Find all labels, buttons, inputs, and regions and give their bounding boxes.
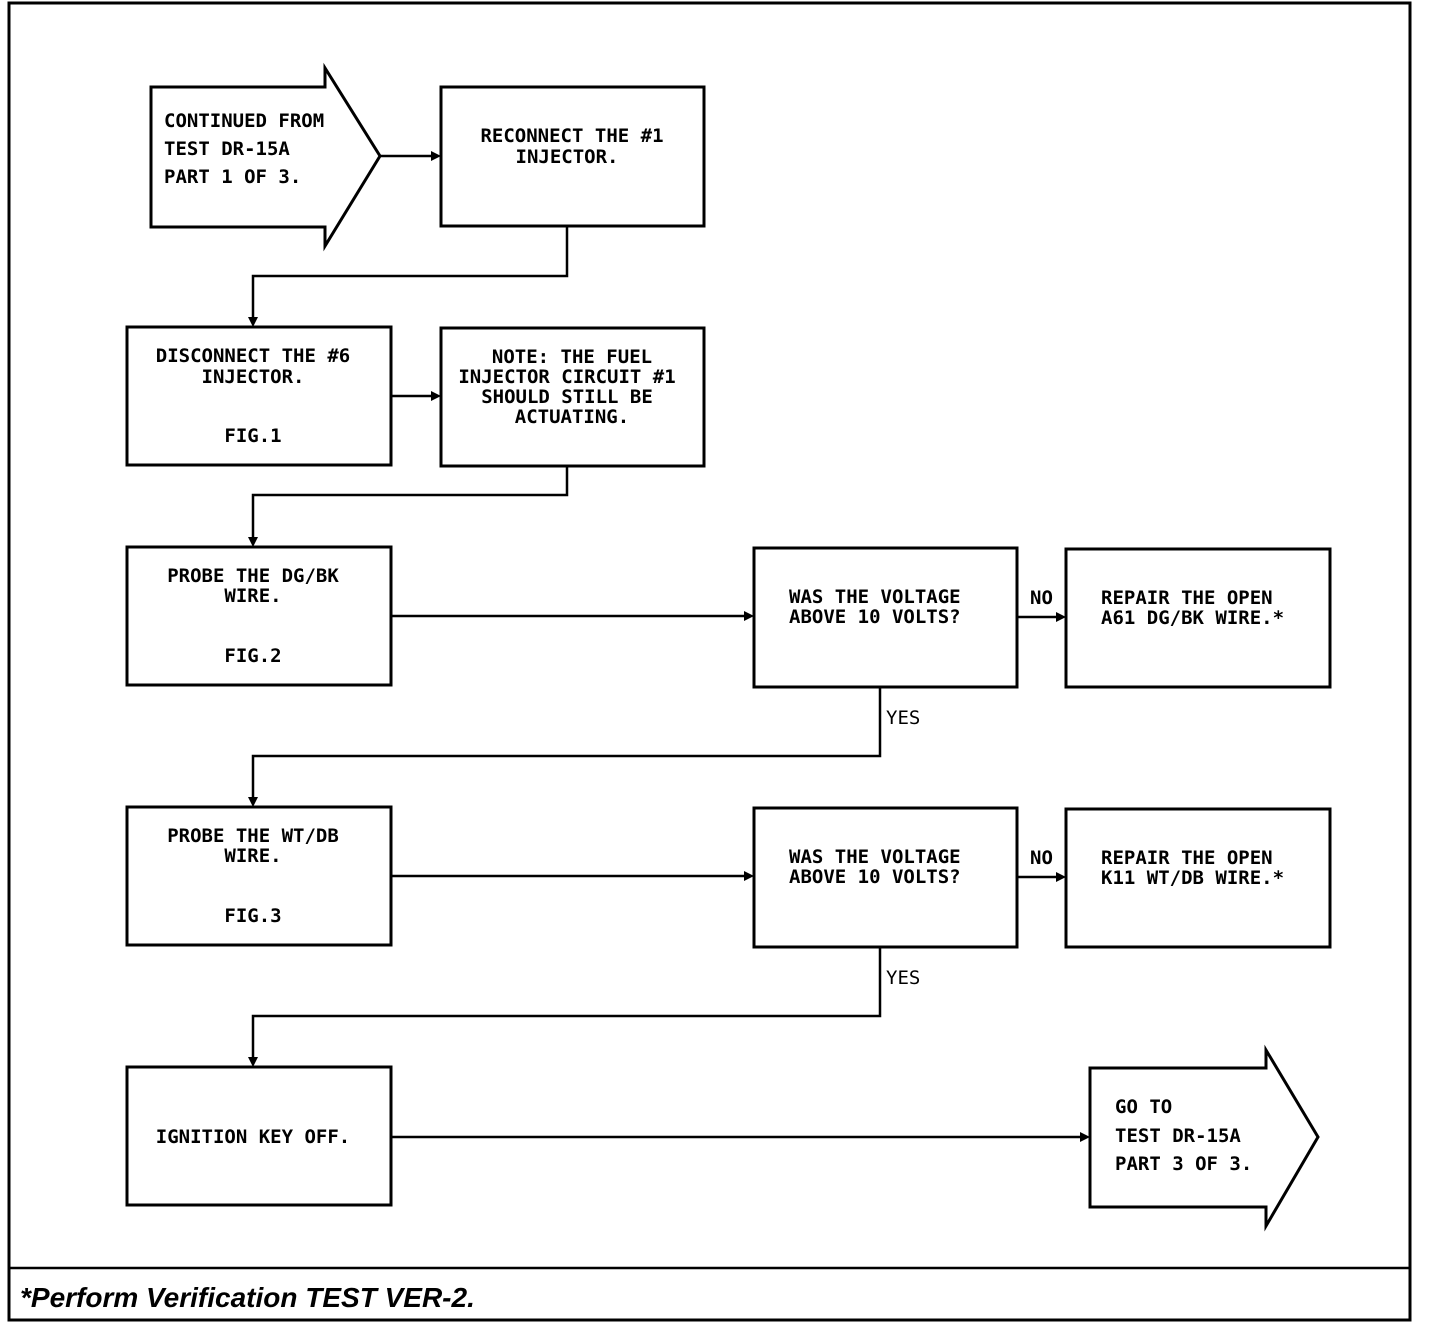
repair-2-line-1: REPAIR THE OPEN <box>1101 847 1273 869</box>
no-label-1: NO <box>1030 587 1053 609</box>
decision-1-line-1: WAS THE VOLTAGE <box>789 586 961 608</box>
end-arrow-line-3: PART 3 OF 3. <box>1115 1153 1252 1175</box>
decision-2-line-2: ABOVE 10 VOLTS? <box>789 866 961 888</box>
disconnect-injector-box: DISCONNECT THE #6 INJECTOR. FIG.1 <box>125 325 393 467</box>
start-arrow-line-2: TEST DR-15A <box>164 138 290 160</box>
fig-1-label: FIG.1 <box>224 425 281 447</box>
probe-wtdb-line-1: PROBE THE WT/DB <box>167 825 339 847</box>
probe-wtdb-box: PROBE THE WT/DB WIRE. FIG.3 <box>125 805 393 947</box>
ignition-line-1: IGNITION KEY OFF. <box>156 1126 350 1148</box>
note-line-1: NOTE: THE FUEL <box>492 346 652 368</box>
fig-2-label: FIG.2 <box>224 645 281 667</box>
decision-2-line-1: WAS THE VOLTAGE <box>789 846 961 868</box>
connector-decision-2-yes <box>251 947 882 1059</box>
note-line-2: INJECTOR CIRCUIT #1 <box>458 366 675 388</box>
no-label-2: NO <box>1030 847 1053 869</box>
outer-frame <box>7 1 1412 1322</box>
connector-reconnect-to-disconnect <box>251 227 569 319</box>
probe-dgbk-box: PROBE THE DG/BK WIRE. FIG.2 <box>125 545 393 687</box>
repair-2-line-2: K11 WT/DB WIRE.* <box>1101 867 1284 889</box>
start-arrow-shape: CONTINUED FROM TEST DR-15A PART 1 OF 3. <box>149 62 382 252</box>
decision-2-box: WAS THE VOLTAGE ABOVE 10 VOLTS? <box>752 806 1019 949</box>
end-arrow-line-2: TEST DR-15A <box>1115 1125 1241 1147</box>
decision-1-line-2: ABOVE 10 VOLTS? <box>789 606 961 628</box>
yes-label-2: YES <box>886 967 920 989</box>
repair-1-box: REPAIR THE OPEN A61 DG/BK WIRE.* <box>1064 547 1332 689</box>
end-arrow-shape: GO TO TEST DR-15A PART 3 OF 3. <box>1088 1044 1320 1232</box>
probe-dgbk-line-1: PROBE THE DG/BK <box>167 565 339 587</box>
footer-note: *Perform Verification TEST VER-2. <box>20 1282 475 1313</box>
ignition-key-off-box: IGNITION KEY OFF. <box>125 1065 393 1207</box>
connectors <box>248 151 1090 1142</box>
repair-2-box: REPAIR THE OPEN K11 WT/DB WIRE.* <box>1064 807 1332 949</box>
fig-3-label: FIG.3 <box>224 905 281 927</box>
reconnect-line-1: RECONNECT THE #1 <box>480 125 663 147</box>
note-line-3: SHOULD STILL BE <box>481 386 653 408</box>
repair-1-line-2: A61 DG/BK WIRE.* <box>1101 607 1284 629</box>
reconnect-injector-box: RECONNECT THE #1 INJECTOR. <box>439 85 706 228</box>
connector-decision-1-yes <box>251 687 882 799</box>
connector-note-to-probe-dgbk <box>251 466 569 539</box>
end-arrow-line-1: GO TO <box>1115 1096 1172 1118</box>
decision-1-box: WAS THE VOLTAGE ABOVE 10 VOLTS? <box>752 546 1019 689</box>
start-arrow-line-1: CONTINUED FROM <box>164 110 324 132</box>
disconnect-line-1: DISCONNECT THE #6 <box>156 345 350 367</box>
probe-wtdb-line-2: WIRE. <box>224 845 281 867</box>
probe-dgbk-line-2: WIRE. <box>224 585 281 607</box>
yes-label-1: YES <box>886 707 920 729</box>
start-arrow-line-3: PART 1 OF 3. <box>164 166 301 188</box>
reconnect-line-2: INJECTOR. <box>516 146 619 168</box>
note-line-4: ACTUATING. <box>515 406 629 428</box>
disconnect-line-2: INJECTOR. <box>202 366 305 388</box>
repair-1-line-1: REPAIR THE OPEN <box>1101 587 1273 609</box>
note-box: NOTE: THE FUEL INJECTOR CIRCUIT #1 SHOUL… <box>439 326 706 468</box>
